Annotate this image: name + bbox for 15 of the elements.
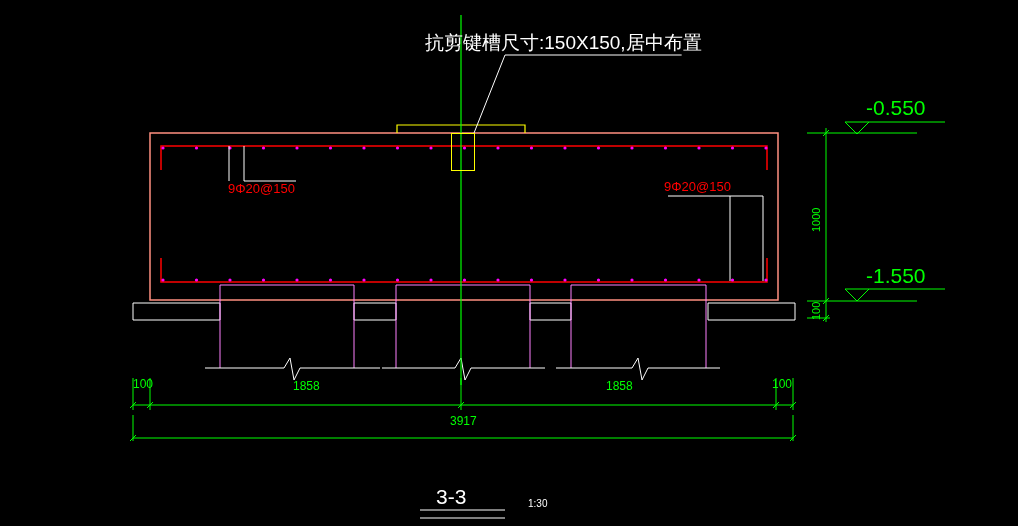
section-title: 3-3 (436, 486, 467, 507)
shear-key-slot (451, 133, 475, 171)
dimension-value: 100 (772, 378, 793, 390)
dimension-value: 3917 (450, 415, 477, 427)
dimension-value: 1858 (293, 380, 320, 392)
scale-label: 1:30 (528, 499, 548, 509)
rebar-label: 9Φ20@150 (664, 180, 731, 193)
elevation-value: -1.550 (866, 265, 926, 286)
dimension-value: 1000 (811, 207, 822, 232)
dimension-value: 1858 (606, 380, 633, 392)
leader-line (473, 54, 683, 134)
dimension-value: 100 (811, 301, 822, 320)
dimension-value: 100 (133, 378, 154, 390)
rebar-label: 9Φ20@150 (228, 182, 295, 195)
elevation-value: -0.550 (866, 97, 926, 118)
